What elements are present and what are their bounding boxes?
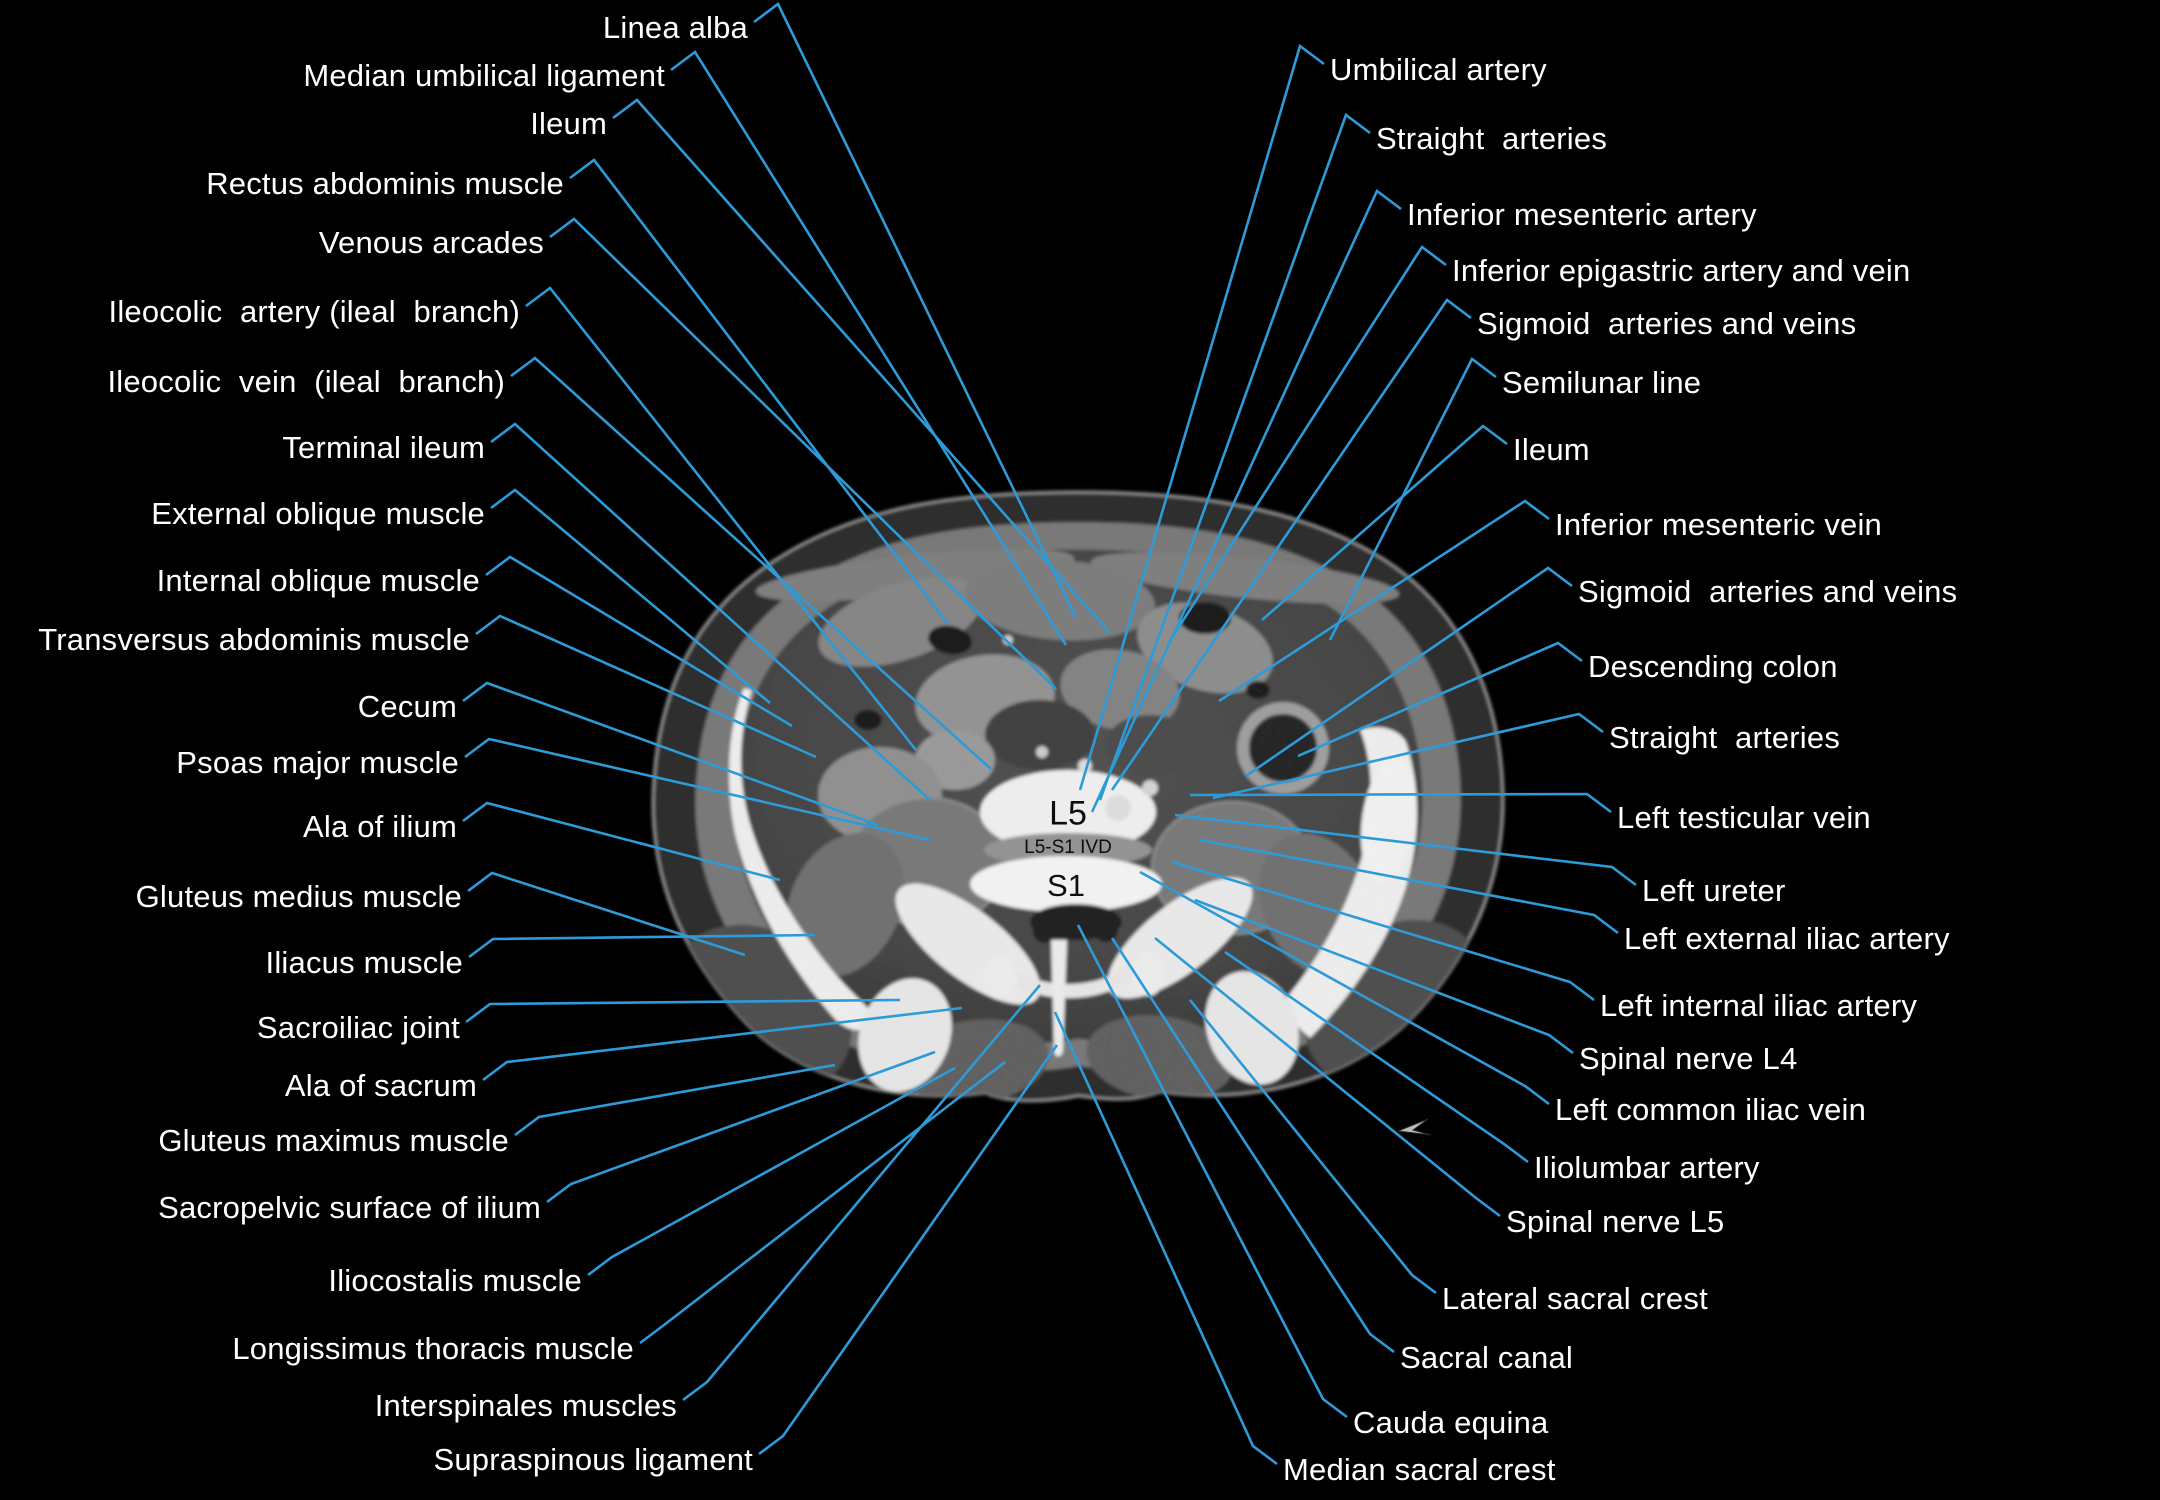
leader-line-cauda-equina	[1076, 924, 1348, 1419]
label-longissimus-thoracis-muscle: Longissimus thoracis muscle	[232, 1331, 634, 1366]
label-straight-arteries: Straight arteries	[1609, 720, 1841, 755]
label-iliolumbar-artery: Iliolumbar artery	[1534, 1150, 1760, 1185]
leader-line-iliolumbar-artery	[1224, 950, 1529, 1164]
label-median-umbilical-ligament: Median umbilical ligament	[303, 58, 665, 93]
label-linea-alba: Linea alba	[602, 10, 748, 45]
label-sigmoid-arteries-and-veins: Sigmoid arteries and veins	[1477, 306, 1857, 341]
leader-line-inferior-epigastric-artery-and-vein	[1166, 245, 1447, 645]
disc-l5-s1-annotation: L5-S1 IVD	[1024, 837, 1112, 858]
label-ala-of-ilium: Ala of ilium	[302, 809, 457, 844]
leader-line-sacropelvic-surface-of-ilium	[546, 1050, 936, 1204]
leader-line-spinal-nerve-l4	[1194, 898, 1574, 1055]
label-left-testicular-vein: Left testicular vein	[1617, 800, 1871, 835]
leader-line-straight-arteries	[1212, 712, 1604, 800]
label-ileocolic-vein-ileal-branch: Ileocolic vein (ileal branch)	[107, 364, 505, 399]
leader-line-sacroiliac-joint	[465, 998, 901, 1024]
label-left-internal-iliac-artery: Left internal iliac artery	[1600, 988, 1918, 1023]
leader-line-iliacus-muscle	[468, 933, 816, 959]
leader-line-ileum	[1261, 424, 1508, 621]
label-iliocostalis-muscle: Iliocostalis muscle	[328, 1263, 582, 1298]
leader-line-left-common-iliac-vein	[1139, 870, 1550, 1106]
leader-line-terminal-ileum	[490, 422, 931, 801]
leader-line-interspinales-muscles	[682, 984, 1041, 1402]
label-descending-colon: Descending colon	[1588, 649, 1838, 684]
label-ala-of-sacrum: Ala of sacrum	[284, 1068, 477, 1103]
label-rectus-abdominis-muscle: Rectus abdominis muscle	[206, 166, 564, 201]
label-ileocolic-artery-ileal-branch: Ileocolic artery (ileal branch)	[108, 294, 520, 329]
label-external-oblique-muscle: External oblique muscle	[151, 496, 485, 531]
leader-line-sigmoid-arteries-and-veins	[1245, 566, 1573, 778]
leader-line-ala-of-ilium	[462, 801, 781, 882]
label-supraspinous-ligament: Supraspinous ligament	[433, 1442, 753, 1477]
label-straight-arteries: Straight arteries	[1376, 121, 1608, 156]
leader-line-supraspinous-ligament	[758, 1044, 1059, 1456]
label-transversus-abdominis-muscle: Transversus abdominis muscle	[38, 622, 470, 657]
leader-line-straight-arteries	[1098, 112, 1371, 801]
label-psoas-major-muscle: Psoas major muscle	[176, 745, 459, 780]
leader-lines	[462, 2, 1637, 1466]
label-sacroiliac-joint: Sacroiliac joint	[256, 1010, 460, 1045]
label-ileum: Ileum	[1513, 432, 1590, 467]
label-spinal-nerve-l4: Spinal nerve L4	[1579, 1041, 1798, 1076]
leader-line-median-umbilical-ligament	[670, 50, 1068, 646]
label-gluteus-maximus-muscle: Gluteus maximus muscle	[158, 1123, 509, 1158]
label-iliacus-muscle: Iliacus muscle	[265, 945, 463, 980]
leader-line-left-ureter	[1174, 813, 1637, 887]
leader-line-inferior-mesenteric-vein	[1218, 499, 1550, 703]
leader-line-sigmoid-arteries-and-veins	[1110, 298, 1472, 791]
label-inferior-mesenteric-artery: Inferior mesenteric artery	[1407, 197, 1757, 232]
label-semilunar-line: Semilunar line	[1502, 365, 1702, 400]
leader-line-cecum	[462, 681, 879, 827]
label-terminal-ileum: Terminal ileum	[282, 430, 485, 465]
leader-line-median-sacral-crest	[1053, 1011, 1278, 1466]
leader-line-gluteus-medius-muscle	[467, 871, 746, 957]
leader-line-ileocolic-artery-ileal-branch	[525, 286, 918, 751]
leader-line-linea-alba	[753, 2, 1078, 619]
label-internal-oblique-muscle: Internal oblique muscle	[156, 563, 480, 598]
leader-line-transversus-abdominis-muscle	[475, 614, 817, 759]
leader-line-spinal-nerve-l5	[1154, 936, 1501, 1218]
mouse-cursor[interactable]	[1397, 1118, 1432, 1136]
label-left-external-iliac-artery: Left external iliac artery	[1624, 921, 1950, 956]
leader-line-ala-of-sacrum	[482, 1006, 963, 1082]
label-inferior-epigastric-artery-and-vein: Inferior epigastric artery and vein	[1452, 253, 1911, 288]
leader-line-left-external-iliac-artery	[1199, 838, 1619, 935]
leader-line-psoas-major-muscle	[464, 737, 931, 842]
leader-line-internal-oblique-muscle	[485, 555, 793, 728]
label-inferior-mesenteric-vein: Inferior mesenteric vein	[1555, 507, 1882, 542]
label-sacral-canal: Sacral canal	[1400, 1340, 1573, 1375]
label-spinal-nerve-l5: Spinal nerve L5	[1506, 1204, 1725, 1239]
label-cauda-equina: Cauda equina	[1353, 1405, 1549, 1440]
leader-line-left-internal-iliac-artery	[1171, 860, 1595, 1002]
label-gluteus-medius-muscle: Gluteus medius muscle	[135, 879, 462, 914]
label-venous-arcades: Venous arcades	[318, 225, 544, 260]
label-umbilical-artery: Umbilical artery	[1330, 52, 1547, 87]
label-sigmoid-arteries-and-veins: Sigmoid arteries and veins	[1578, 574, 1958, 609]
leader-line-gluteus-maximus-muscle	[514, 1063, 836, 1137]
vertebra-l5-annotation: L5	[1049, 794, 1087, 833]
label-ileum: Ileum	[530, 106, 607, 141]
leader-line-iliocostalis-muscle	[587, 1066, 956, 1277]
label-interspinales-muscles: Interspinales muscles	[374, 1388, 677, 1423]
leader-line-left-testicular-vein	[1189, 792, 1612, 814]
leader-line-descending-colon	[1297, 641, 1583, 758]
leader-line-inferior-mesenteric-artery	[1090, 188, 1402, 813]
leader-line-lateral-sacral-crest	[1188, 999, 1437, 1295]
label-median-sacral-crest: Median sacral crest	[1283, 1452, 1556, 1487]
leader-line-sacral-canal	[1110, 937, 1395, 1354]
label-lateral-sacral-crest: Lateral sacral crest	[1442, 1281, 1708, 1316]
vertebra-s1-annotation: S1	[1047, 868, 1085, 903]
leader-line-umbilical-artery	[1078, 43, 1325, 791]
leader-line-ileocolic-vein-ileal-branch	[510, 356, 992, 770]
label-cecum: Cecum	[357, 689, 457, 724]
leader-line-venous-arcades	[549, 217, 1057, 690]
leader-line-longissimus-thoracis-muscle	[639, 1060, 1006, 1345]
leader-line-external-oblique-muscle	[490, 488, 771, 704]
label-left-common-iliac-vein: Left common iliac vein	[1555, 1092, 1867, 1127]
leader-line-ileum	[612, 98, 1111, 634]
label-sacropelvic-surface-of-ilium: Sacropelvic surface of ilium	[158, 1190, 541, 1225]
label-left-ureter: Left ureter	[1642, 873, 1786, 908]
leader-line-semilunar-line	[1328, 357, 1497, 641]
